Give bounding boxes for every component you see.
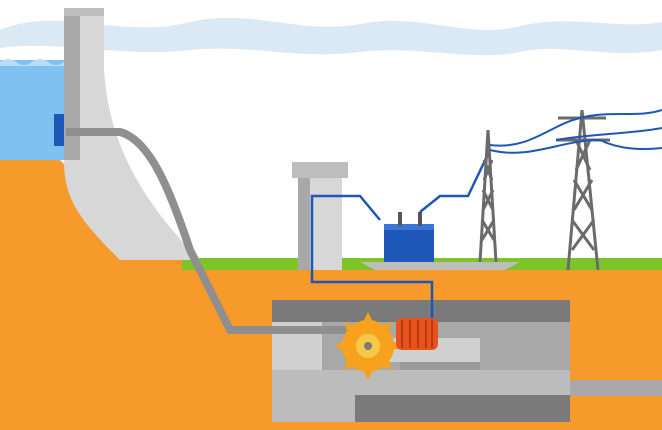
pelton-wheel-icon [334, 312, 402, 380]
transformer-icon [384, 212, 434, 262]
cloud-band [0, 17, 662, 56]
outlet-channel-icon [570, 380, 662, 396]
cable-generator-transformer [310, 194, 434, 318]
transformer-base [360, 262, 520, 270]
generator-icon [396, 318, 438, 350]
pylon-icon [478, 129, 498, 263]
cable-transformer-tower [419, 149, 492, 213]
powerhouse-chamber [272, 300, 570, 422]
power-lines [489, 109, 662, 154]
pipe-icon [66, 128, 350, 334]
dam-icon [64, 8, 200, 260]
water-wave-icon [0, 59, 66, 66]
control-building [292, 162, 348, 270]
gate-icon [54, 114, 64, 146]
